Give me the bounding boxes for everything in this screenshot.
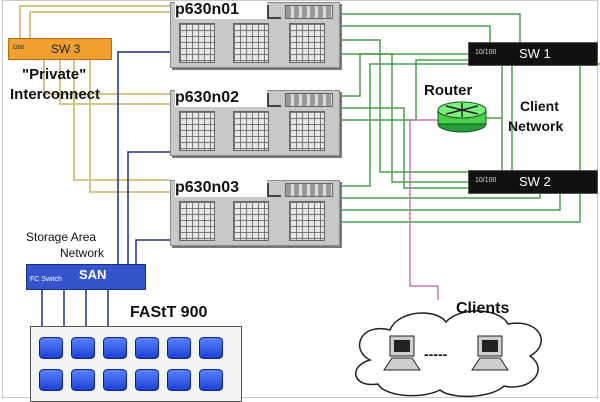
clients-ellipsis: ----- [424, 346, 448, 362]
disk-icon [135, 369, 159, 391]
switch-speed: 10/100 [475, 49, 497, 56]
client-cloud [354, 310, 542, 398]
san-switch-label: SAN [79, 267, 107, 282]
server-panel [179, 111, 215, 151]
switch-sw2: 10/100 SW 2 [468, 170, 598, 194]
disk-icon [199, 337, 223, 359]
private-label-line2: Interconnect [10, 86, 101, 103]
san-label-line2: Network [60, 246, 105, 260]
disk-icon [39, 369, 63, 391]
storage-label: FAStT 900 [130, 304, 208, 321]
switch-label: SW 1 [519, 46, 551, 61]
client-network-line1: Client [520, 98, 559, 114]
switch-speed: 10/100 [475, 177, 497, 184]
router-label: Router [424, 82, 473, 99]
disk-icon [71, 369, 95, 391]
disk-icon [167, 369, 191, 391]
server-label: p630n02 [175, 89, 267, 107]
switch-speed: Gbit [13, 45, 25, 51]
disk-icon [103, 337, 127, 359]
drive-bay [285, 183, 333, 197]
disk-icon [39, 337, 63, 359]
computer-icon [383, 335, 421, 371]
disk-icon [199, 369, 223, 391]
computer-icon [471, 335, 509, 371]
client-network-line2: Network [508, 118, 564, 134]
clients-label: Clients [456, 300, 510, 317]
server-indicator [267, 5, 281, 19]
server-p630n02: p630n02 [170, 89, 340, 156]
san-label-line1: Storage Area [26, 230, 97, 244]
server-panel [179, 201, 215, 241]
drive-bay [285, 5, 333, 19]
server-panel [289, 23, 325, 63]
drive-bay [285, 93, 333, 107]
server-indicator [267, 183, 281, 197]
san-switch: FC Switch SAN [26, 264, 146, 290]
server-panel [179, 23, 215, 63]
server-panel [233, 201, 269, 241]
switch-label: SW 3 [51, 42, 81, 56]
switch-sw1: 10/100 SW 1 [468, 42, 598, 66]
server-panel [289, 201, 325, 241]
switch-label: SW 2 [519, 174, 551, 189]
disk-icon [71, 337, 95, 359]
disk-icon [167, 337, 191, 359]
server-p630n03: p630n03 [170, 179, 340, 246]
server-panel [289, 111, 325, 151]
server-panel [233, 111, 269, 151]
server-label: p630n01 [175, 1, 267, 19]
server-panel [233, 23, 269, 63]
san-switch-prefix: FC Switch [30, 276, 62, 283]
router-icon [437, 101, 487, 133]
server-p630n01: p630n01 [170, 1, 340, 68]
disk-icon [135, 337, 159, 359]
storage-array [30, 326, 242, 402]
disk-icon [103, 369, 127, 391]
switch-sw3: Gbit SW 3 [8, 38, 112, 60]
server-label: p630n03 [175, 179, 267, 197]
private-label-line1: "Private" [22, 66, 87, 83]
server-indicator [267, 93, 281, 107]
